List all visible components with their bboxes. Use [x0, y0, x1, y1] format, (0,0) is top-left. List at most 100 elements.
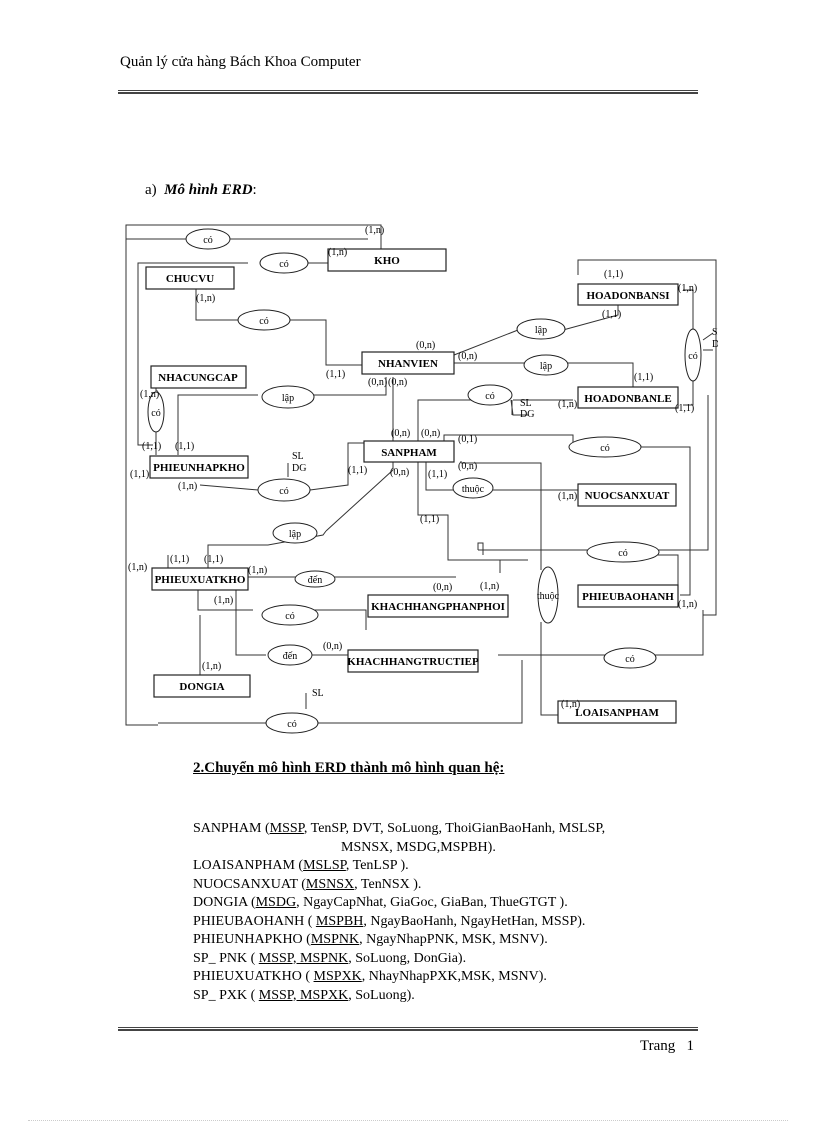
- svg-text:NUOCSANXUAT: NUOCSANXUAT: [585, 490, 670, 502]
- rel-lap-2: lập: [523, 354, 569, 376]
- svg-text:SL: SL: [520, 398, 532, 409]
- svg-text:DG: DG: [712, 339, 718, 350]
- svg-text:(1,1): (1,1): [326, 369, 345, 380]
- svg-text:(0,n): (0,n): [458, 461, 477, 472]
- erd-attributes: SL DG SL DG SL DG SL: [287, 327, 718, 709]
- svg-text:(1,1): (1,1): [428, 469, 447, 480]
- relation-attributes: , SoLuong, DonGia).: [348, 950, 467, 966]
- svg-text:(1,1): (1,1): [602, 309, 621, 320]
- svg-text:(1,1): (1,1): [420, 514, 439, 525]
- svg-text:có: có: [279, 486, 288, 497]
- entity-khachhangtructiep: KHACHHANGTRUCTIEP: [347, 649, 479, 673]
- svg-text:có: có: [279, 259, 288, 270]
- svg-text:có: có: [600, 443, 609, 454]
- svg-text:DG: DG: [292, 463, 306, 474]
- rel-co-1: có: [185, 228, 231, 250]
- relation-line: SANPHAM (MSSP, TenSP, DVT, SoLuong, Thoi…: [193, 820, 605, 839]
- svg-text:(1,1): (1,1): [175, 441, 194, 452]
- page-number-value: 1: [686, 1038, 695, 1054]
- relation-attributes: , SoLuong).: [348, 987, 415, 1003]
- rel-lap-1: lập: [516, 318, 566, 340]
- entity-sanpham: SANPHAM: [363, 440, 455, 463]
- relation-attributes: , NgayCapNhat, GiaGoc, GiaBan, ThueGTGT …: [296, 895, 568, 910]
- relation-name: PHIEUBAOHANH (: [193, 913, 316, 929]
- svg-text:HOADONBANLE: HOADONBANLE: [584, 393, 671, 405]
- entity-loaisanpham: LOAISANPHAM: [557, 700, 677, 724]
- rel-co-3: có: [237, 309, 291, 331]
- rel-thuoc-2: thuộc: [537, 566, 560, 624]
- relation-line: SP_ PXK ( MSSP, MSPXK, SoLuong).: [193, 987, 605, 1006]
- relation-attributes: , TenLSP ).: [345, 858, 409, 873]
- svg-text:(1,n): (1,n): [328, 247, 347, 258]
- svg-text:(0,1): (0,1): [458, 434, 477, 445]
- rel-co-6: có: [467, 384, 513, 406]
- rel-co-4: có: [684, 328, 702, 382]
- svg-text:(1,n): (1,n): [128, 562, 147, 573]
- svg-text:(1,n): (1,n): [558, 399, 577, 410]
- relation-line: PHIEUXUATKHO ( MSPXK, NhayNhapPXK,MSK, M…: [193, 968, 605, 987]
- relation-line: PHIEUNHAPKHO (MSPNK, NgayNhapPNK, MSK, M…: [193, 931, 605, 950]
- relation-key: MSNSX: [305, 876, 355, 892]
- relation-key: MSSP, MSPNK: [258, 950, 349, 966]
- entity-phieubaohanh: PHIEUBAOHANH: [577, 584, 679, 608]
- page-label: Trang: [640, 1038, 676, 1054]
- svg-text:SL: SL: [312, 688, 324, 699]
- svg-text:PHIEUBAOHANH: PHIEUBAOHANH: [582, 591, 674, 603]
- svg-text:(1,n): (1,n): [196, 293, 215, 304]
- relation-key: MSPNK: [310, 932, 360, 947]
- svg-text:(1,1): (1,1): [142, 441, 161, 452]
- rel-co-11: có: [603, 647, 657, 669]
- relation-key: MSPXK: [313, 969, 362, 984]
- entity-nuocsanxuat: NUOCSANXUAT: [577, 483, 677, 507]
- svg-text:NHANVIEN: NHANVIEN: [378, 358, 438, 370]
- entity-phieuxuatkho: PHIEUXUATKHO: [151, 567, 249, 591]
- relation-name: PHIEUXUATKHO (: [193, 969, 314, 984]
- relation-attributes: , NhayNhapPXK,MSK, MSNV).: [361, 969, 547, 984]
- rel-co-7: có: [568, 436, 642, 458]
- rel-thuoc-1: thuộc: [452, 477, 494, 499]
- relation-key: MSDG: [255, 895, 297, 910]
- svg-text:có: có: [688, 351, 697, 362]
- rel-co-5: có: [147, 391, 165, 433]
- svg-text:lập: lập: [535, 325, 547, 336]
- relation-line: MSNSX, MSDG,MSPBH).: [193, 839, 605, 858]
- erd-relationships: có có có lập có lập lập có có có có thuộ…: [147, 228, 702, 734]
- svg-text:có: có: [285, 611, 294, 622]
- relation-key: MSLSP: [303, 858, 346, 873]
- svg-text:có: có: [618, 548, 627, 559]
- relation-line: LOAISANPHAM (MSLSP, TenLSP ).: [193, 857, 605, 876]
- erd-lines: [125, 224, 717, 726]
- relation-name: SP_ PNK (: [193, 950, 259, 966]
- relation-name: PHIEUNHAPKHO (: [193, 932, 311, 947]
- footer-rule: [118, 1027, 698, 1031]
- svg-text:(0,n): (0,n): [388, 377, 407, 388]
- svg-text:lập: lập: [289, 529, 301, 540]
- svg-text:(1,n): (1,n): [178, 481, 197, 492]
- section-a-heading: a) Mô hình ERD:: [145, 182, 257, 199]
- svg-text:có: có: [625, 654, 634, 665]
- relation-line: SP_ PNK ( MSSP, MSPNK, SoLuong, DonGia).: [193, 950, 605, 969]
- svg-text:SL: SL: [712, 327, 718, 338]
- svg-text:(1,1): (1,1): [675, 403, 694, 414]
- relation-list: SANPHAM (MSSP, TenSP, DVT, SoLuong, Thoi…: [193, 820, 605, 1005]
- svg-text:(0,n): (0,n): [391, 428, 410, 439]
- svg-text:(1,n): (1,n): [140, 389, 159, 400]
- svg-text:(1,n): (1,n): [202, 661, 221, 672]
- svg-text:(1,1): (1,1): [634, 372, 653, 383]
- entity-chucvu: CHUCVU: [145, 266, 235, 290]
- rel-lap-4: lập: [272, 522, 318, 544]
- relation-name: NUOCSANXUAT (: [193, 876, 306, 892]
- svg-text:(1,1): (1,1): [204, 554, 223, 565]
- rel-lap-3: lập: [261, 385, 315, 409]
- rel-den-2: đến: [267, 644, 313, 666]
- relation-attributes: , NgayNhapPNK, MSK, MSNV).: [359, 932, 548, 947]
- page-header-title: Quản lý cửa hàng Bách Khoa Computer: [120, 54, 361, 70]
- page-bottom-dots: [28, 1120, 788, 1121]
- svg-text:(1,n): (1,n): [365, 225, 384, 236]
- svg-text:KHO: KHO: [374, 255, 400, 267]
- entity-khachhangphanphoi: KHACHHANGPHANPHOI: [367, 594, 509, 618]
- svg-text:(0,n): (0,n): [368, 377, 387, 388]
- relation-attributes: , NgayBaoHanh, NgayHetHan, MSSP).: [363, 913, 586, 929]
- svg-text:đến: đến: [283, 651, 297, 662]
- entity-nhanvien: NHANVIEN: [361, 351, 455, 375]
